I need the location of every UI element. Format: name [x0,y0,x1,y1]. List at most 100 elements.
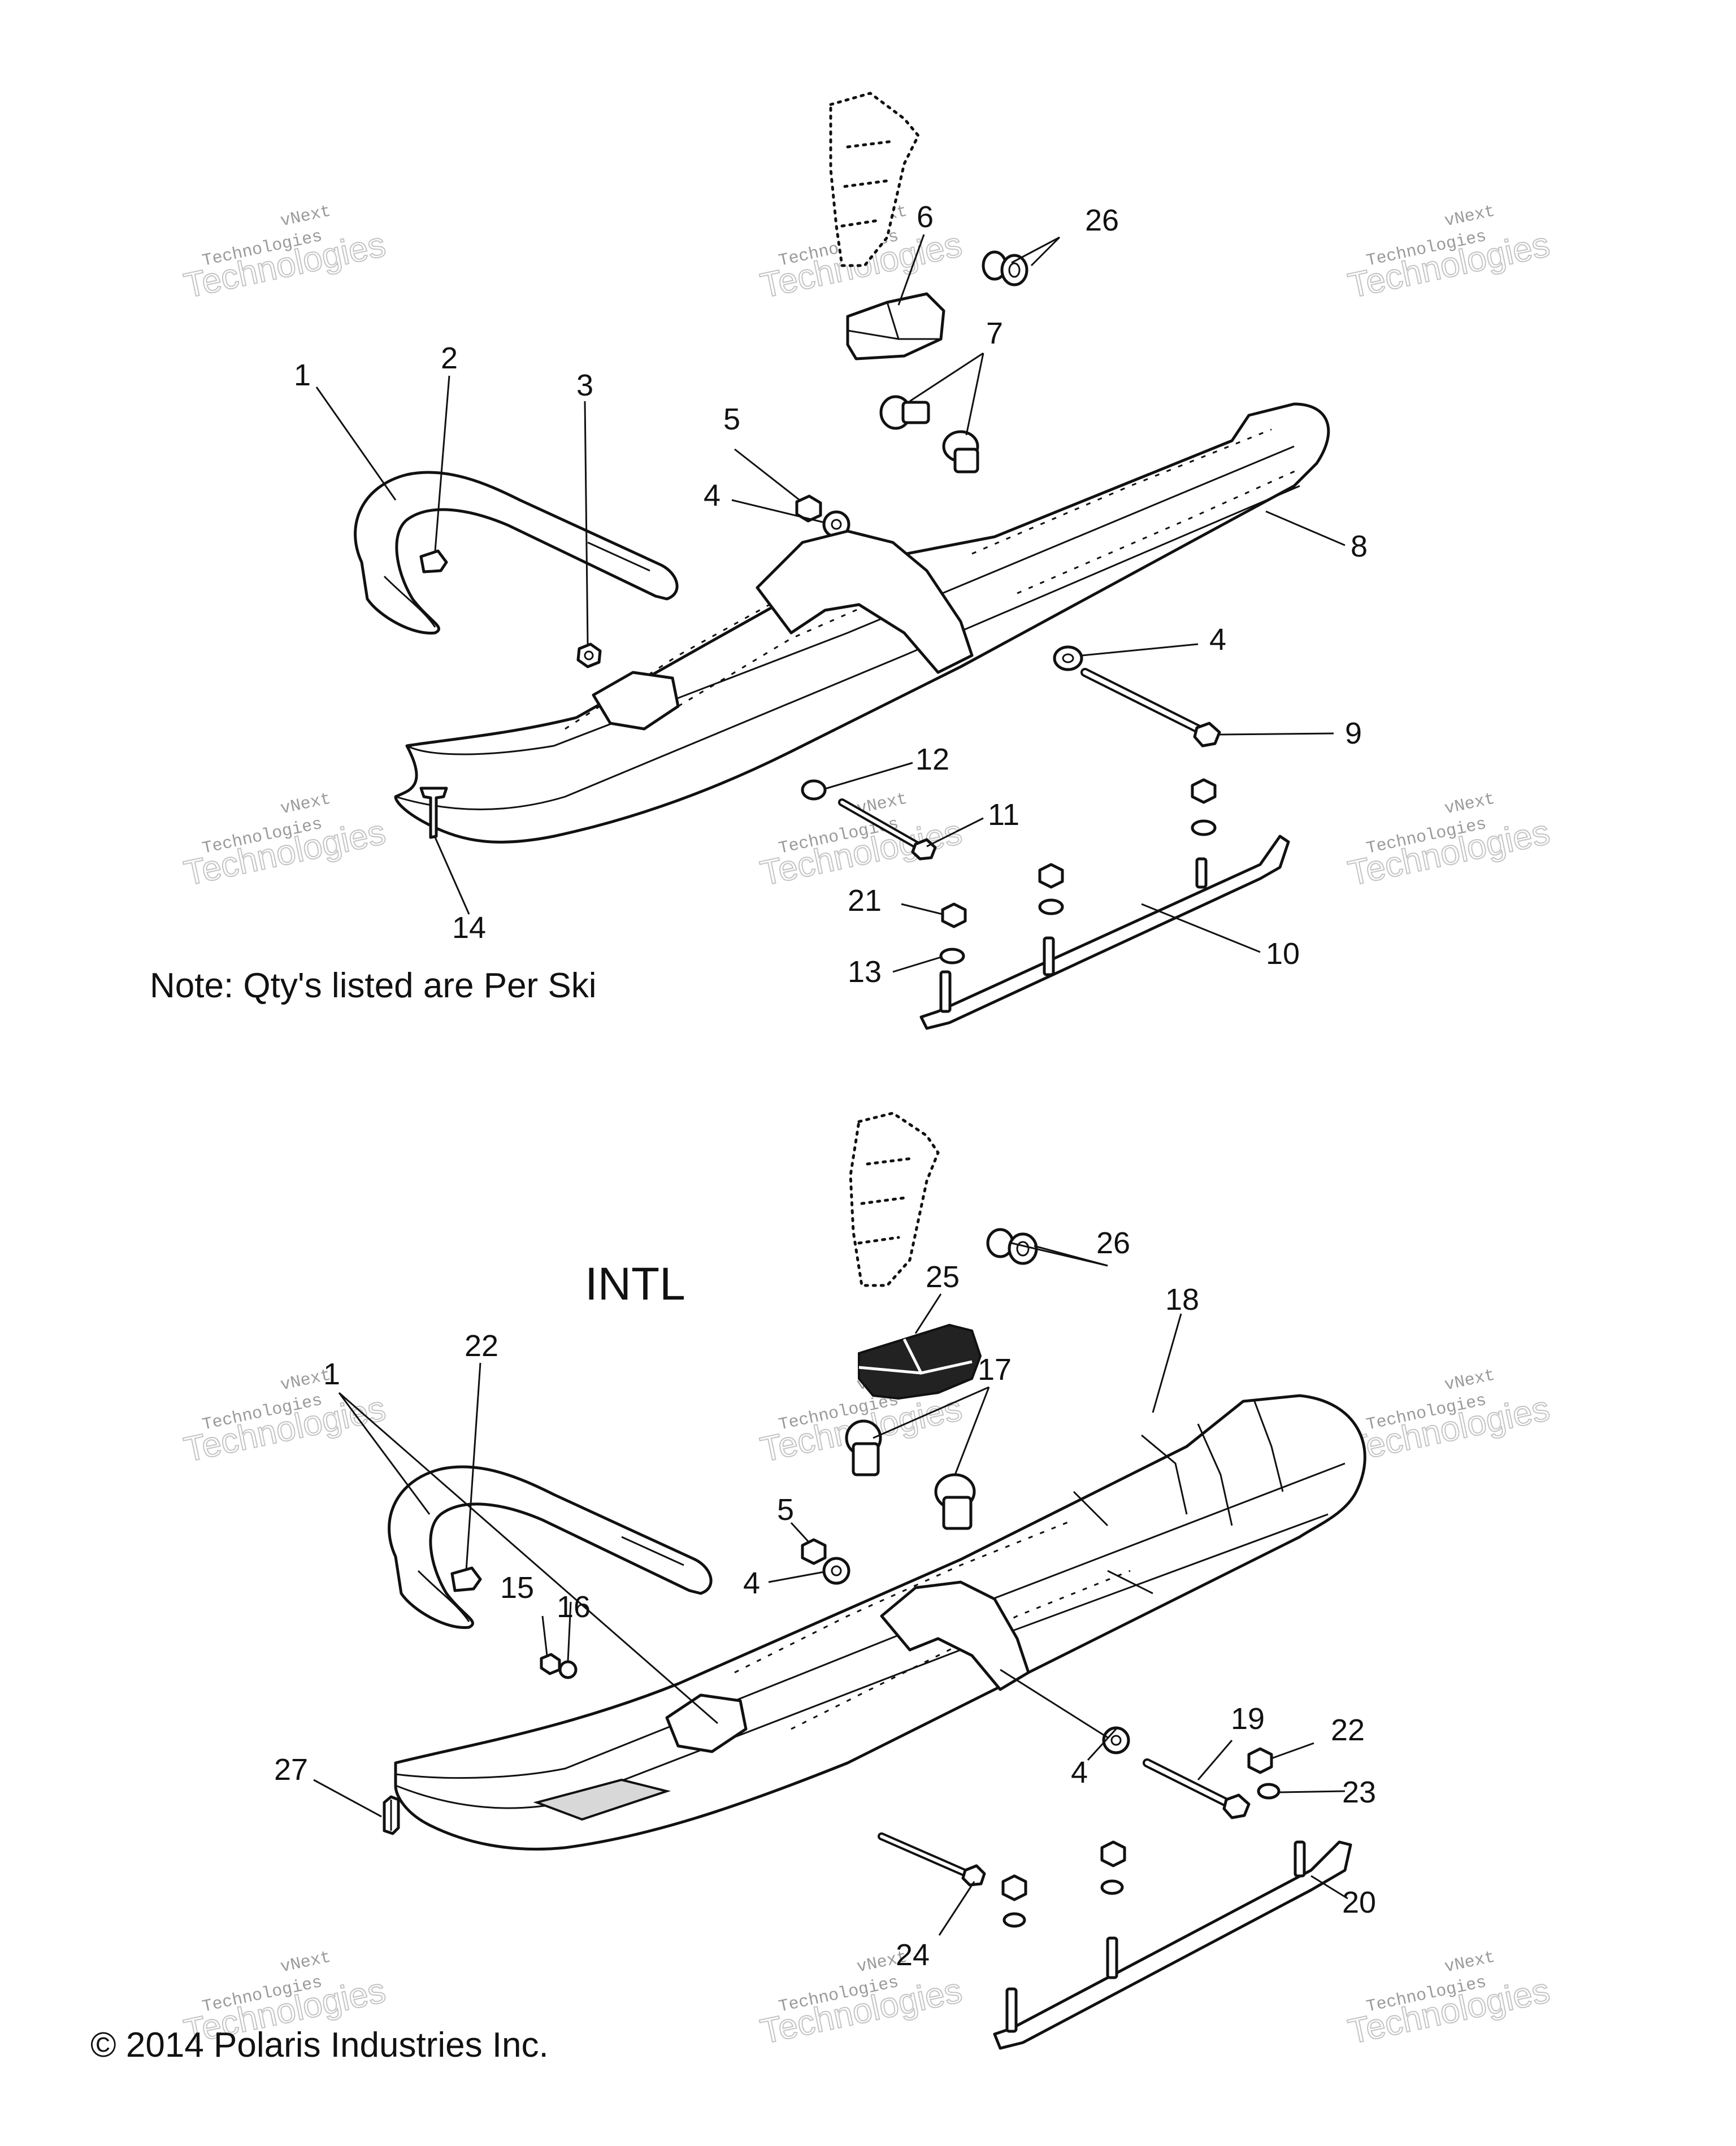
svg-text:vNext: vNext [1443,789,1496,819]
svg-text:vNext: vNext [1443,1366,1496,1395]
runner-washer [1002,1879,1124,1928]
svg-text:vNext: vNext [279,202,332,231]
runner-studs [1005,1840,1306,2033]
callout-20: 20 [1342,1886,1376,1919]
callout-6: 6 [917,200,934,234]
callout-15: 15 [500,1571,534,1605]
watermark: vNext Technologies Technologies [180,202,389,306]
callout-27: 27 [274,1753,308,1787]
callout-23: 23 [1342,1775,1376,1809]
callout-3: 3 [576,368,593,402]
ski-runner [919,835,1290,1030]
ski-saddle-front [665,1693,748,1753]
callout-14: 14 [452,911,486,945]
callout-8: 8 [1351,529,1368,563]
callout-13: 13 [848,955,882,989]
callout-21: 21 [848,884,882,918]
bracket-detail [847,302,941,340]
callout-4: 4 [743,1566,760,1600]
callout-4: 4 [704,479,721,512]
callout-26: 26 [1085,203,1119,237]
callout-18: 18 [1165,1283,1199,1317]
washer [822,1557,850,1585]
bolt [1143,1758,1251,1819]
callout-12: 12 [915,742,949,776]
callout-10: 10 [1266,937,1300,971]
hex-nut [801,1538,827,1565]
callout-26: 26 [1096,1226,1130,1260]
runner-washer [939,819,1217,965]
washer [558,1660,578,1679]
ski-bumper-bracket [846,292,945,360]
handle-fastener [450,1566,482,1592]
bracket-detail [858,1338,973,1375]
callout-11: 11 [988,798,1019,832]
bottom-assembly: INTL [274,1111,1376,2050]
callout-labels: 1 2 3 4 5 6 7 8 4 9 12 11 21 13 10 14 26 [294,200,1368,989]
copyright-text: © 2014 Polaris Industries Inc. [90,2026,549,2065]
callout-19: 19 [1231,1702,1265,1736]
stud [419,787,448,839]
washer [801,779,827,801]
handle-detail [417,1536,684,1622]
watermark: vNext Technologies Technologies [757,1948,966,2052]
callout-22b: 22 [1331,1713,1365,1747]
callout-4b: 4 [1209,623,1226,657]
callout-22: 22 [465,1329,498,1363]
callout-17: 17 [978,1353,1012,1387]
top-assembly: 1 2 3 4 5 6 7 8 4 9 12 11 21 13 10 14 26 [294,92,1368,1030]
watermark: vNext Technologies Technologies [1344,1948,1553,2052]
callout-5: 5 [777,1493,794,1527]
bolt [878,1832,986,1887]
bushing-pair [982,250,1028,286]
ski-runner [993,1840,1352,2050]
intl-bumper-bracket [858,1323,982,1400]
svg-text:vNext: vNext [279,789,332,819]
callout-9: 9 [1345,716,1362,750]
callout-16: 16 [557,1590,591,1624]
runner-nut [941,778,1217,928]
washer [1102,1726,1130,1754]
spindle-outline [829,92,920,267]
spindle-detail [857,1157,914,1245]
ski-handle [388,1465,713,1629]
hex-nut [576,642,602,668]
ski-body-intl [394,1394,1366,1851]
callout-25: 25 [926,1260,960,1294]
callout-labels: 1 22 15 16 27 5 4 17 25 26 18 19 22 23 4… [274,1226,1376,1972]
watermark: vNext Technologies Technologies [180,1366,389,1470]
callout-24: 24 [896,1938,930,1972]
ski-fins [1073,1401,1284,1595]
handle-fastener [419,549,448,574]
ski-handle [354,471,679,635]
flanged-bushing [879,395,979,473]
ski-edge [395,445,1300,810]
svg-text:vNext: vNext [1443,202,1496,231]
callout-4b: 4 [1071,1756,1088,1789]
ski-saddle [880,1580,1030,1691]
ski-body [394,402,1330,844]
ski-saddle [756,529,974,674]
watermark: vNext Technologies Technologies [180,789,389,893]
ski-logo-plate [533,1778,671,1821]
callout-1: 1 [294,358,311,392]
bushing-pair [986,1228,1038,1265]
hex-nut [1247,1747,1273,1774]
washer [1257,1783,1281,1800]
runner-studs [939,857,1208,1013]
note-text: Note: Qty's listed are Per Ski [150,966,597,1005]
stud [383,1795,400,1835]
flanged-bushing [845,1419,976,1530]
leader-lines [313,1242,1348,1936]
watermark: vNext Technologies Technologies [1344,202,1553,306]
bolt [1080,668,1221,748]
washer [1053,645,1083,671]
watermark: vNext Technologies Technologies [1344,1366,1553,1470]
ski-saddle-front [592,671,680,731]
svg-text:vNext: vNext [279,1948,332,1977]
svg-text:vNext: vNext [1443,1948,1496,1977]
section-title-intl: INTL [585,1258,685,1310]
callout-2: 2 [441,341,458,375]
leader-lines [315,234,1346,973]
